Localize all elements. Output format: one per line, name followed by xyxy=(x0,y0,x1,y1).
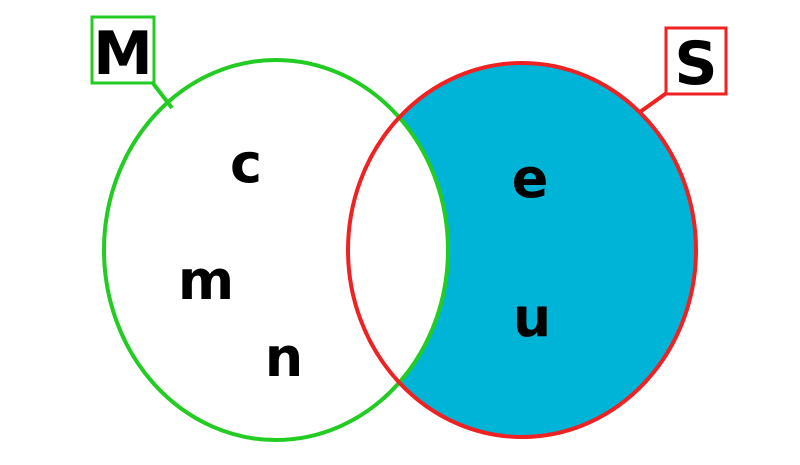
set-s-label: S xyxy=(674,29,717,99)
element-s-only-2: u xyxy=(513,286,551,349)
set-m-label: M xyxy=(93,19,153,89)
set-m-circle xyxy=(102,58,450,442)
set-s-label-box xyxy=(664,26,728,96)
element-m-only-1: c xyxy=(230,132,262,195)
set-s-circle xyxy=(346,61,698,439)
element-s-only-1: e xyxy=(512,147,549,210)
element-m-only-3: n xyxy=(265,326,303,389)
set-s-label-connector xyxy=(638,90,670,114)
set-m-label-box xyxy=(90,15,156,85)
shaded-region-s-only xyxy=(348,63,696,437)
set-m-label-connector xyxy=(150,80,174,110)
element-m-only-2: m xyxy=(178,249,234,312)
